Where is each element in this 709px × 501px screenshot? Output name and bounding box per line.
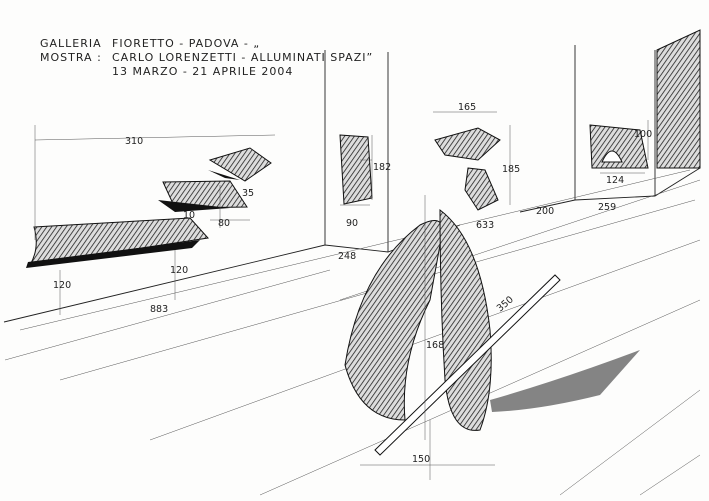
dim-182: 182 <box>373 162 391 173</box>
left-wall-sculptures <box>26 147 272 268</box>
dim-150: 150 <box>412 454 430 465</box>
dim-633: 633 <box>476 220 494 231</box>
dim-883: 883 <box>150 304 168 315</box>
dim-80: 80 <box>218 218 230 229</box>
exhibition-label: MOSTRA : <box>40 51 102 64</box>
central-sculpture <box>344 208 640 456</box>
dim-120-right: 120 <box>170 265 188 276</box>
gallery-label: GALLERIA <box>40 37 102 50</box>
dim-100: 100 <box>634 129 652 140</box>
dim-90: 90 <box>346 218 358 229</box>
dim-200: 200 <box>536 206 554 217</box>
dim-120-left: 120 <box>53 280 71 291</box>
gallery-name: FIORETTO - PADOVA - „ <box>112 37 260 50</box>
wall-corners <box>324 45 656 252</box>
dim-350: 350 <box>495 294 516 314</box>
room-architecture <box>3 29 701 496</box>
dim-10: 10 <box>183 210 195 221</box>
middle-wall-sculptures <box>339 124 649 211</box>
dimension-lines <box>34 111 649 480</box>
dim-259: 259 <box>598 202 616 213</box>
exhibition-dates: 13 MARZO - 21 APRILE 2004 <box>112 65 293 78</box>
dim-35: 35 <box>242 188 254 199</box>
dim-185: 185 <box>502 164 520 175</box>
dimension-labels: 310 35 10 80 120 120 883 248 182 90 165 … <box>53 102 652 465</box>
dark-corner-shading <box>656 29 701 169</box>
dim-310: 310 <box>125 136 143 147</box>
dim-165: 165 <box>458 102 476 113</box>
dim-124: 124 <box>606 175 624 186</box>
dim-248: 248 <box>338 251 356 262</box>
exhibition-name: CARLO LORENZETTI - ALLUMINATI SPAZI” <box>112 51 373 64</box>
title-block: GALLERIA FIORETTO - PADOVA - „ MOSTRA : … <box>40 37 373 78</box>
dim-168: 168 <box>426 340 444 351</box>
